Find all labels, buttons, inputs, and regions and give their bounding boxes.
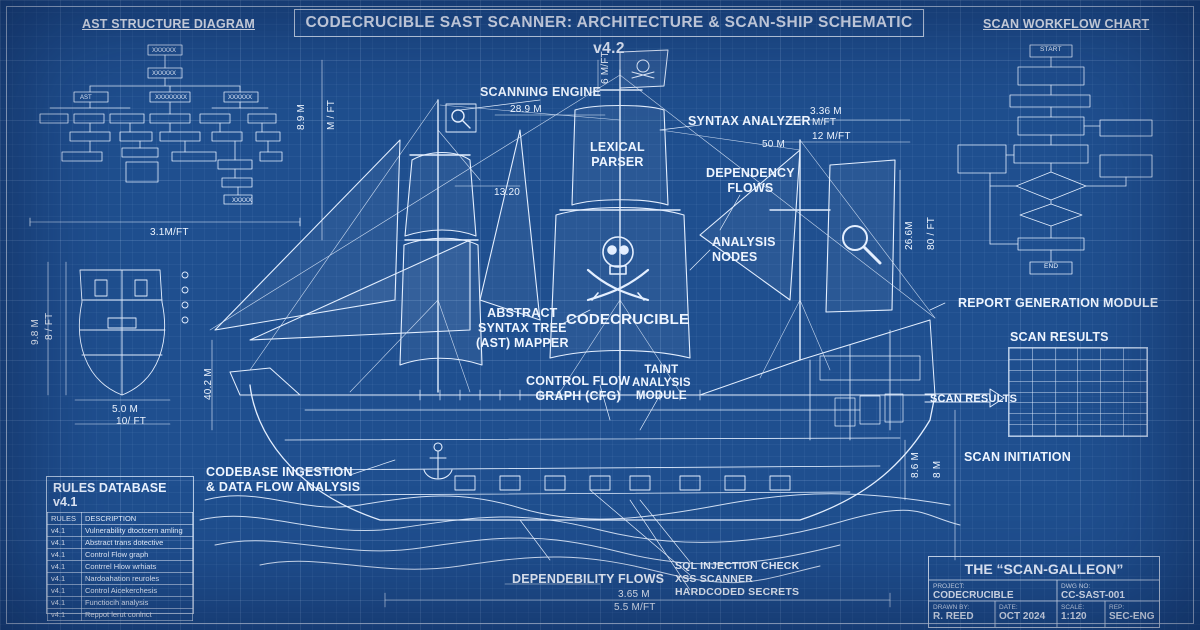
callout-taint-analysis: TAINT ANALYSIS MODULE [632, 364, 691, 402]
table-row [1009, 424, 1147, 436]
page-title: CODECRUCIBLE SAST SCANNER: ARCHITECTURE … [294, 9, 924, 57]
drawing-frame [6, 6, 1194, 624]
results-grid [1009, 348, 1147, 436]
svg-text:XXXXX: XXXXX [232, 198, 252, 204]
dim-10: 10/ ft [116, 416, 147, 427]
callout-scan-results: SCAN RESULTS [930, 393, 1018, 405]
scale-label: SCALE: [1061, 604, 1085, 611]
callout-analysis-nodes: ANALYSIS NODES [712, 235, 776, 264]
title-block: THE “SCAN-GALLEON” PROJECT: CODECRUCIBLE… [928, 556, 1160, 628]
ast-tree [29, 44, 301, 227]
callout-scan-initiation: SCAN INITIATION [964, 450, 1071, 464]
rules-database-title: RULES DATABASE v4.1 [53, 481, 167, 509]
dwg-value: CC-SAST-001 [1061, 590, 1125, 601]
workflow-flowchart [957, 44, 1153, 275]
callout-lexical-parser: LEXICAL PARSER [590, 140, 645, 169]
project-cell: PROJECT: CODECRUCIBLE [933, 583, 1014, 601]
callout-dependency-flows: DEPENDENCY FLOWS [706, 166, 795, 195]
callout-ast-mapper: ABSTRACT SYNTAX TREE (AST) MAPPER [476, 306, 569, 350]
dim-3-65: 3.65 m [618, 589, 650, 600]
ast-panel-title: AST STRUCTURE DIAGRAM [82, 17, 255, 31]
callout-syntax-analyzer: SYNTAX ANALYZER [688, 114, 811, 128]
workflow-panel-title: SCAN WORKFLOW CHART [983, 17, 1150, 31]
project-label: PROJECT: [933, 583, 965, 590]
magnifier-icon [445, 103, 882, 265]
title-block-lines [929, 579, 1159, 627]
pirate-flag [619, 49, 669, 89]
svg-text:AST: AST [80, 95, 92, 101]
callout-cfg: CONTROL FLOW GRAPH (CFG) [526, 374, 631, 403]
sail-brand: CODECRUCIBLE [566, 311, 690, 328]
dim-12: 12 m/ft [812, 131, 851, 142]
dim-m-ft: m/ft [812, 117, 837, 128]
dim-3-36: 3.36 m [810, 106, 842, 117]
check-hardcoded-secrets: HARDCODED SECRETS [675, 586, 800, 598]
sails [214, 104, 896, 366]
dim-5-5: 5.5 m/ft [614, 602, 656, 613]
anchor-icon [423, 442, 453, 480]
dim-3-1: 3.1m/ft [150, 227, 189, 238]
date-value: OCT 2024 [999, 611, 1046, 622]
project-value: CODECRUCIBLE [933, 590, 1014, 601]
date-label: DATE: [999, 604, 1018, 611]
rep-label: REP: [1109, 604, 1125, 611]
scan-results-table [1008, 347, 1148, 437]
results-panel-title: SCAN RESULTS [1010, 330, 1109, 344]
rep-value: SEC-ENG [1109, 611, 1155, 622]
drawn-label: DRAWN BY: [933, 604, 970, 611]
workflow-end: END [1044, 263, 1059, 270]
drawn-cell: DRAWN BY: R. REED [933, 604, 974, 622]
drawing-name: THE “SCAN-GALLEON” [964, 561, 1124, 577]
check-sql-injection: SQL INJECTION CHECK [675, 560, 800, 572]
svg-text:XXXXXXXX: XXXXXXXX [155, 95, 187, 101]
skull-crossbones-icon [586, 236, 650, 302]
rep-cell: REP: SEC-ENG [1109, 604, 1155, 622]
hull-cross-section [47, 261, 189, 425]
scale-cell: SCALE: 1:120 [1061, 604, 1087, 622]
rule-version: v4.1 [47, 608, 82, 621]
dim-5-0: 5.0 m [112, 404, 139, 415]
rule-description: Reppot lerut conlnct [80, 608, 194, 621]
svg-text:XXXXXX: XXXXXX [152, 71, 176, 77]
security-checks-list: SQL INJECTION CHECK XSS SCANNER HARDCODE… [675, 560, 799, 599]
dwg-cell: DWG NO: CC-SAST-001 [1061, 583, 1125, 601]
dim-13-20: 13.20 [494, 187, 521, 198]
rigging [209, 74, 936, 393]
dim-50: 50 m [762, 139, 786, 150]
date-cell: DATE: OCT 2024 [999, 604, 1045, 622]
drawn-value: R. REED [933, 611, 974, 622]
callout-scanning-engine: SCANNING ENGINE [480, 85, 602, 99]
gun-ports [419, 389, 791, 491]
callout-dependability-flows: DEPENDEBILITY FLOWS [512, 572, 665, 586]
svg-text:XXXXXX: XXXXXX [152, 48, 176, 54]
table-row [1009, 402, 1147, 415]
scale-value: 1:120 [1061, 611, 1087, 622]
callout-ingestion: CODEBASE INGESTION & DATA FLOW ANALYSIS [206, 465, 361, 494]
callout-report-module: REPORT GENERATION MODULE [958, 296, 1159, 310]
leader-lines [349, 99, 946, 591]
rules-database-panel: RULES DATABASE v4.1 RULES DESCRIPTION v4… [46, 476, 194, 621]
svg-text:XXXXXX: XXXXXX [228, 95, 252, 101]
scan-results-arrow [924, 388, 1005, 408]
dwg-label: DWG NO: [1061, 583, 1091, 590]
dimension-lines [211, 59, 956, 608]
dim-28-9: 28.9 m [510, 104, 542, 115]
workflow-start: START [1040, 46, 1062, 53]
check-xss-scanner: XSS SCANNER [675, 573, 754, 585]
